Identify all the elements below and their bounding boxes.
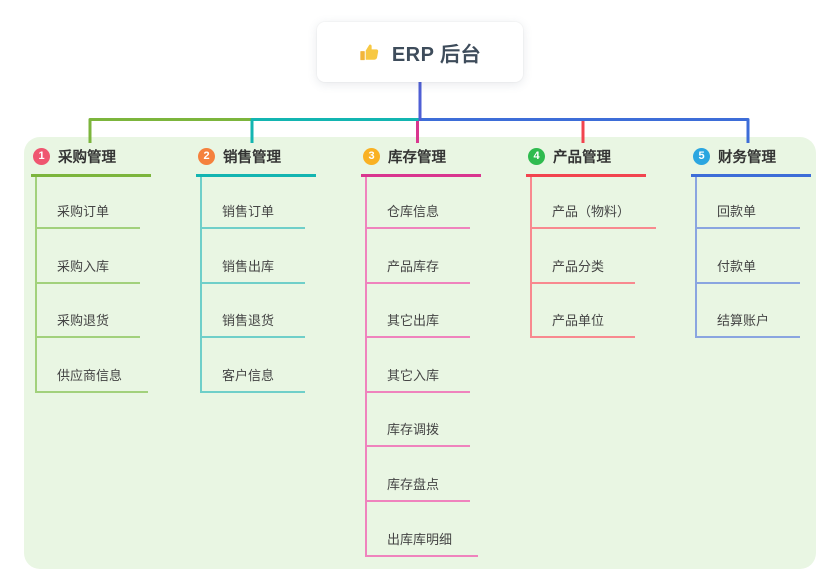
child-node[interactable]: 销售订单 [202,177,305,229]
child-node[interactable]: 客户信息 [202,338,305,393]
child-node[interactable]: 库存调拨 [367,393,470,448]
branch-title: 财务管理 [718,150,776,166]
child-node[interactable]: 采购订单 [37,177,140,229]
branch-children: 销售订单 销售出库 销售退货 客户信息 [200,177,305,393]
branch-purchase: 1 采购管理 采购订单 采购入库 采购退货 供应商信息 [31,146,151,393]
child-node[interactable]: 结算账户 [697,284,800,339]
child-node[interactable]: 采购退货 [37,284,140,339]
child-node[interactable]: 产品单位 [532,284,635,339]
branch-number-badge: 5 [693,148,710,165]
child-node[interactable]: 回款单 [697,177,800,229]
branch-title: 销售管理 [223,150,281,166]
branch-header-inventory[interactable]: 3 库存管理 [361,146,481,177]
child-node[interactable]: 出库库明细 [367,502,479,557]
branch-product: 4 产品管理 产品（物料） 产品分类 产品单位 [526,146,657,339]
branch-title: 产品管理 [553,150,611,166]
branches-background-panel [24,137,816,569]
branch-sales: 2 销售管理 销售订单 销售出库 销售退货 客户信息 [196,146,316,393]
branch-children: 采购订单 采购入库 采购退货 供应商信息 [35,177,149,393]
branch-finance: 5 财务管理 回款单 付款单 结算账户 [691,146,811,339]
child-node[interactable]: 产品（物料） [532,177,657,229]
child-node[interactable]: 其它出库 [367,284,470,339]
branch-title: 库存管理 [388,150,446,166]
root-node-erp[interactable]: ERP 后台 [317,22,523,82]
branch-number-badge: 1 [33,148,50,165]
child-node[interactable]: 付款单 [697,229,800,284]
branch-header-purchase[interactable]: 1 采购管理 [31,146,151,177]
thumbs-up-icon [360,44,379,60]
child-node[interactable]: 供应商信息 [37,338,149,393]
branch-number-badge: 3 [363,148,380,165]
child-node[interactable]: 其它入库 [367,338,470,393]
child-node[interactable]: 产品库存 [367,229,470,284]
branch-children: 仓库信息 产品库存 其它出库 其它入库 库存调拨 库存盘点 出库库明细 [365,177,479,557]
branch-children: 产品（物料） 产品分类 产品单位 [530,177,657,339]
branch-number-badge: 4 [528,148,545,165]
child-node[interactable]: 仓库信息 [367,177,470,229]
branch-header-product[interactable]: 4 产品管理 [526,146,646,177]
branch-children: 回款单 付款单 结算账户 [695,177,800,339]
branch-inventory: 3 库存管理 仓库信息 产品库存 其它出库 其它入库 库存调拨 库存盘点 出库库… [361,146,481,557]
child-node[interactable]: 库存盘点 [367,447,470,502]
child-node[interactable]: 销售出库 [202,229,305,284]
root-title: ERP 后台 [391,43,482,66]
child-node[interactable]: 销售退货 [202,284,305,339]
child-node[interactable]: 采购入库 [37,229,140,284]
branch-header-sales[interactable]: 2 销售管理 [196,146,316,177]
branch-header-finance[interactable]: 5 财务管理 [691,146,811,177]
branch-title: 采购管理 [58,150,116,166]
child-node[interactable]: 产品分类 [532,229,635,284]
branch-number-badge: 2 [198,148,215,165]
